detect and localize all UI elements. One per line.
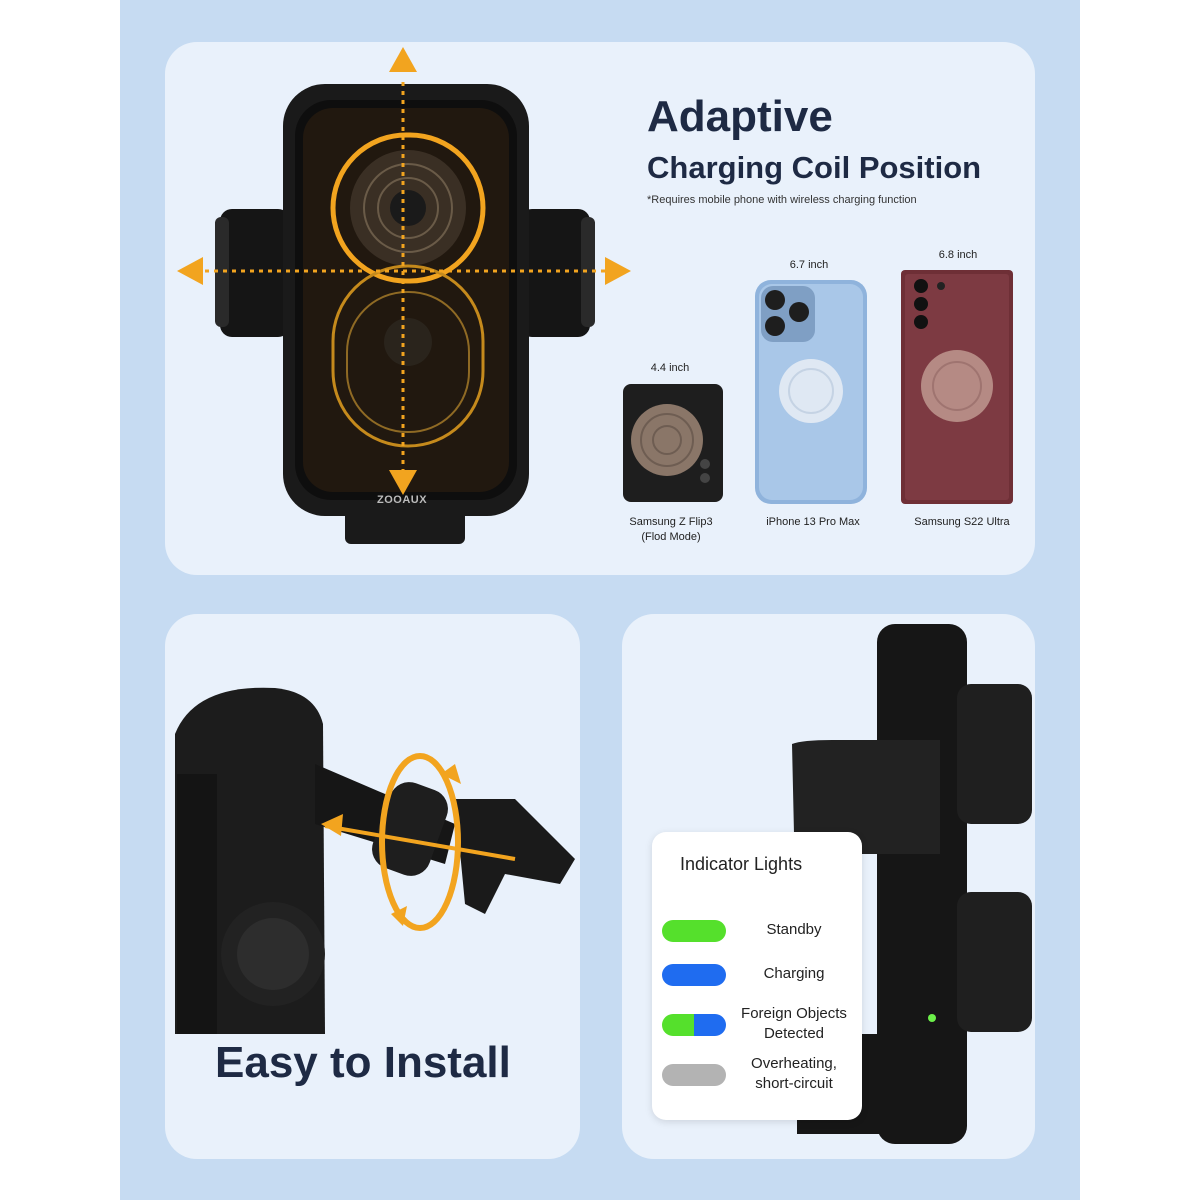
arrow-right-icon [605, 257, 631, 285]
indicator-card: Indicator Lights Standby Charging Foreig… [622, 614, 1035, 1159]
arrow-down-icon [389, 470, 417, 495]
arrow-left-icon [177, 257, 203, 285]
indicator-row-foreign-objects: Foreign Objects Detected [662, 1004, 862, 1044]
phone-name-flip: Samsung Z Flip3 (Flod Mode) [629, 516, 713, 543]
brand-label: ZOOAUX [377, 494, 428, 506]
phone-name-samsung: Samsung S22 Ultra [914, 516, 1010, 528]
phone-size-samsung: 6.8 inch [938, 249, 978, 261]
phone-name-iphone: iPhone 13 Pro Max [766, 516, 860, 528]
lower-coil [331, 264, 485, 448]
phone-samsung-image [901, 270, 1013, 504]
indicator-label: Charging [763, 965, 825, 982]
phone-size-flip: 4.4 inch [650, 362, 690, 374]
easy-install-card: Easy to Install [165, 614, 580, 1159]
blue-light-icon [662, 964, 726, 986]
easy-install-caption: Easy to Install [215, 1038, 511, 1087]
phone-flip-image [623, 384, 723, 502]
phone-size-iphone: 6.7 inch [789, 259, 829, 271]
indicator-title: Indicator Lights [680, 854, 803, 874]
phone-mount-illustration [177, 47, 631, 544]
phone-iphone-image [755, 280, 867, 504]
coil-position-card: ZOOAUX Adaptive Charging Coil Position *… [165, 42, 1035, 575]
indicator-row-overheating: Overheating, short-circuit [662, 1054, 862, 1094]
green-light-icon [662, 920, 726, 942]
indicator-label: Standby [766, 921, 822, 938]
arrow-left-icon [321, 814, 343, 836]
rotate-arrow-icon [391, 906, 407, 926]
indicator-label: Overheating, short-circuit [751, 1055, 837, 1092]
requirement-note: *Requires mobile phone with wireless cha… [647, 194, 917, 206]
vent-clip-illustration [175, 687, 575, 1034]
indicator-label: Foreign Objects Detected [741, 1005, 847, 1042]
grey-light-icon [662, 1064, 726, 1086]
upper-coil [330, 132, 486, 284]
indicator-legend: Indicator Lights Standby Charging Foreig… [652, 832, 862, 1120]
title-charging-coil: Charging Coil Position [647, 150, 982, 185]
green-blue-light-icon [662, 1014, 726, 1036]
title-adaptive: Adaptive [647, 92, 833, 141]
indicator-row-charging: Charging [662, 954, 862, 994]
indicator-row-standby: Standby [662, 910, 862, 950]
rotate-arrow-icon [441, 764, 461, 784]
arrow-up-icon [389, 47, 417, 72]
